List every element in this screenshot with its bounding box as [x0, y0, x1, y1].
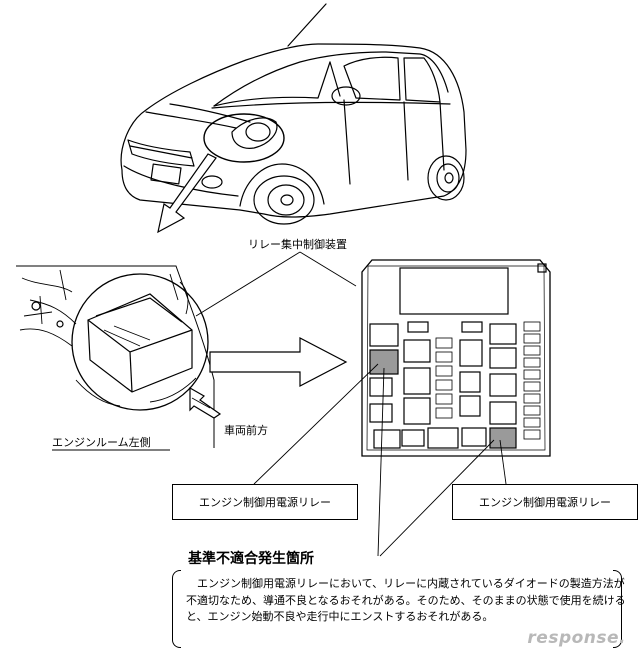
response-watermark: response.: [527, 628, 626, 648]
defect-location-heading: 基準不適合発生箇所: [188, 551, 314, 567]
engine-room-inset: [16, 265, 222, 448]
relay-callout-left: エンジン制御用電源リレー: [172, 484, 358, 520]
defect-note-text: エンジン制御用電源リレーにおいて、リレーに内蔵されているダイオードの製造方法が不…: [186, 577, 626, 623]
relay-unit-label: リレー集中制御装置: [248, 238, 347, 251]
zoom-arrow-car: [157, 153, 217, 234]
relay-callout-right: エンジン制御用電源リレー: [452, 484, 638, 520]
car-illustration: [120, 3, 467, 225]
zoom-arrow-box: [209, 337, 348, 387]
relay-box-detail: [361, 259, 551, 457]
engine-room-left-label: エンジンルーム左側: [52, 436, 151, 449]
vehicle-front-label: 車両前方: [224, 424, 268, 437]
defect-note: エンジン制御用電源リレーにおいて、リレーに内蔵されているダイオードの製造方法が不…: [172, 570, 626, 648]
note-bracket-left: [172, 570, 181, 648]
